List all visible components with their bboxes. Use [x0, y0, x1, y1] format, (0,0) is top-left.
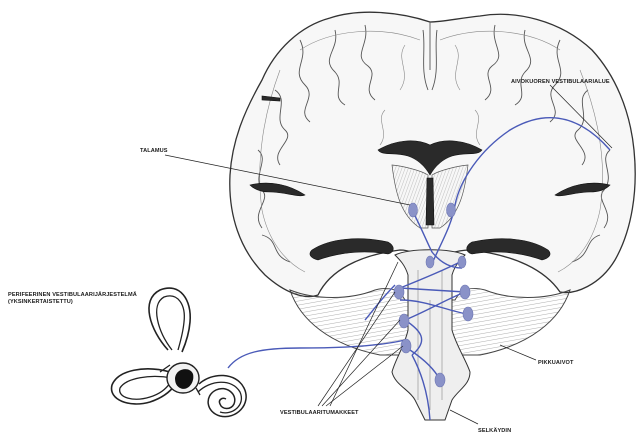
vestibular-nucleus-3: [399, 314, 409, 328]
cerebellum-label: PIKKUAIVOT: [538, 360, 574, 366]
spinal-leader: [450, 410, 478, 424]
cortex-label: AIVOKUOREN VESTIBULAARIALUE: [511, 79, 610, 85]
spinal-nucleus: [435, 373, 445, 387]
brain-coronal-section: [230, 12, 635, 420]
thalamic-nucleus-right: [447, 203, 456, 217]
cerebellum-leader: [500, 345, 536, 360]
vestibular-nucleus-1: [394, 285, 404, 299]
nuclei-leader-3: [326, 346, 403, 406]
inner-ear: [112, 288, 247, 417]
peripheral-label-line2: (YKSINKERTAISTETTU): [8, 299, 73, 305]
vestibular-nucleus-4: [463, 307, 473, 321]
midbrain-nucleus-left: [426, 256, 434, 268]
third-ventricle: [426, 178, 434, 225]
vestibular-nucleus-2: [460, 285, 470, 299]
spinal-cord-label: SELKÄYDIN: [478, 427, 511, 434]
peripheral-label-line1: PERIFEERINEN VESTIBULAARIJÄRJESTELMÄ: [8, 291, 137, 298]
midbrain-nucleus-right: [458, 256, 466, 268]
nuclei-label: VESTIBULAARITUMAKKEET: [280, 410, 359, 416]
thalamus-label: TALAMUS: [140, 148, 168, 154]
